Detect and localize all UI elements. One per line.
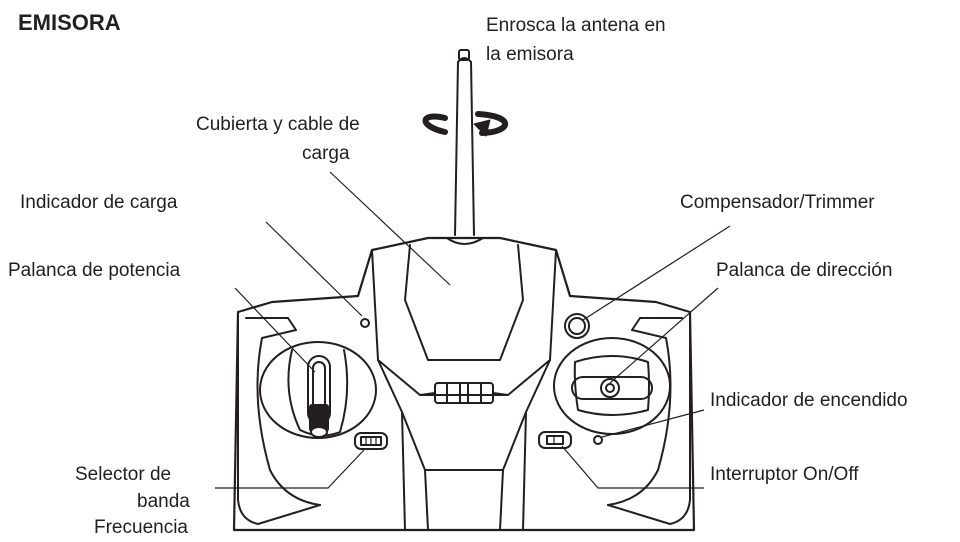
diagram-title: EMISORA bbox=[18, 10, 121, 35]
label-power-indicator: Indicador de encendido bbox=[710, 390, 908, 411]
band-selector-switch bbox=[354, 432, 388, 450]
power-lever bbox=[259, 341, 377, 439]
leader-power-lever bbox=[234, 287, 316, 373]
leader-charge-indicator bbox=[265, 221, 363, 317]
leader-trimmer bbox=[582, 225, 731, 321]
label-steering-lever: Palanca de dirección bbox=[716, 260, 893, 281]
label-on-off: Interruptor On/Off bbox=[710, 464, 859, 485]
charge-indicator-led bbox=[360, 318, 370, 328]
label-band-2: banda bbox=[137, 491, 190, 512]
antenna bbox=[446, 49, 484, 245]
trimmer-knob bbox=[564, 313, 590, 339]
on-off-switch bbox=[538, 431, 572, 449]
label-cover-2: carga bbox=[302, 143, 350, 164]
rotation-arrow-icon bbox=[422, 111, 509, 137]
label-antenna-2: la emisora bbox=[486, 44, 574, 65]
transmitter-body bbox=[232, 236, 696, 532]
leader-band-selector bbox=[215, 449, 365, 489]
steering-lever bbox=[553, 337, 671, 435]
leader-cover bbox=[329, 171, 451, 286]
label-power-lever: Palanca de potencia bbox=[8, 260, 181, 281]
leader-lines bbox=[215, 171, 731, 489]
leader-on-off bbox=[561, 445, 704, 489]
label-trimmer: Compensador/Trimmer bbox=[680, 192, 875, 213]
label-charge-indicator: Indicador de carga bbox=[20, 192, 178, 213]
label-band-1: Selector de bbox=[75, 464, 172, 485]
label-band-3: Frecuencia bbox=[94, 517, 188, 538]
leader-power-indicator bbox=[601, 409, 705, 438]
label-antenna-1: Enrosca la antena en bbox=[486, 15, 666, 36]
power-indicator-led bbox=[593, 435, 603, 445]
leader-steering bbox=[609, 287, 719, 384]
label-cover-1: Cubierta y cable de bbox=[196, 114, 360, 135]
